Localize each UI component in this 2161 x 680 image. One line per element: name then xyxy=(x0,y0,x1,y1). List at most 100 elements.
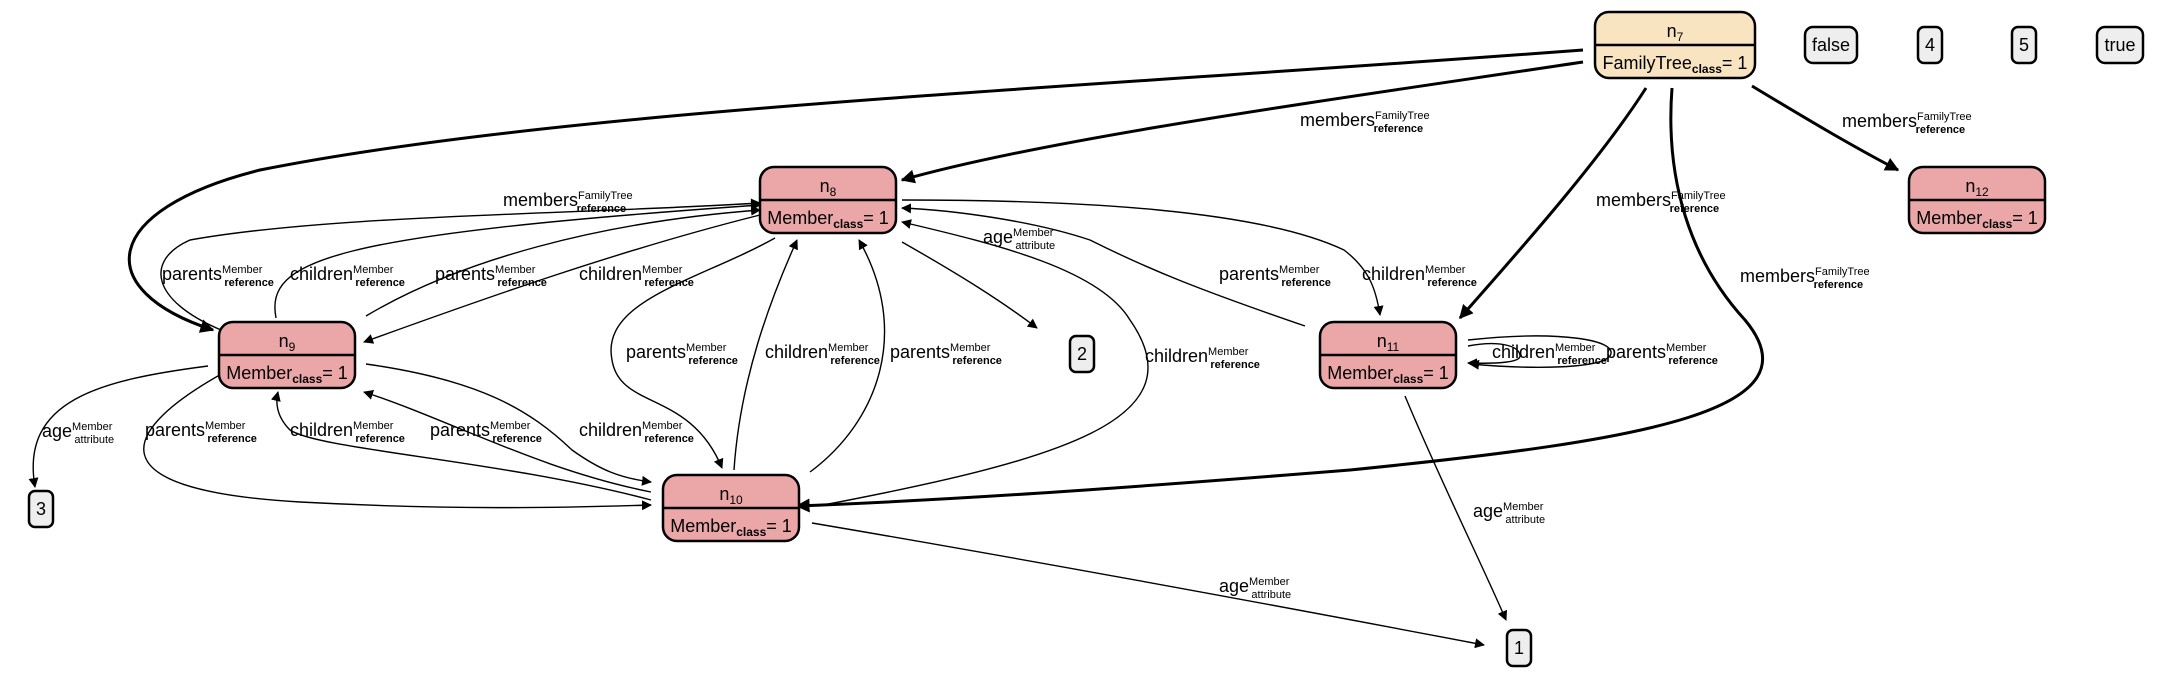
svg-text:Memberclass= 1: Memberclass= 1 xyxy=(226,363,348,386)
svg-text:false: false xyxy=(1812,35,1850,55)
literal-2[interactable]: 2 xyxy=(1068,334,1096,374)
svg-text:1: 1 xyxy=(1514,638,1524,658)
literal-1[interactable]: 1 xyxy=(1505,628,1533,668)
literal-5[interactable]: 5 xyxy=(2010,25,2038,65)
node-n8[interactable]: n8 Memberclass= 1 xyxy=(758,165,898,235)
edge-parents-n8-n10 xyxy=(610,237,776,469)
edge-members-n7-n8 xyxy=(900,60,1584,184)
edge-members-n7-n12 xyxy=(1751,84,1900,172)
literal-false[interactable]: false xyxy=(1803,25,1859,65)
edge-children-n9-n10 xyxy=(365,363,652,486)
edge-members-n7-n9 xyxy=(127,48,1584,333)
edges xyxy=(28,48,1900,649)
node-n7[interactable]: n7 FamilyTreeclass= 1 xyxy=(1593,10,1757,80)
svg-text:4: 4 xyxy=(1925,35,1935,55)
svg-text:2: 2 xyxy=(1077,344,1087,364)
literal-true[interactable]: true xyxy=(2095,25,2145,65)
svg-text:n11: n11 xyxy=(1377,331,1400,354)
svg-text:n12: n12 xyxy=(1965,176,1989,199)
edge-age-n8 xyxy=(901,241,1038,329)
edge-children-n9-n8 xyxy=(274,200,761,319)
edge-parents-n10-n8 xyxy=(809,239,886,473)
svg-text:3: 3 xyxy=(36,499,46,519)
node-n12[interactable]: n12 Memberclass= 1 xyxy=(1907,165,2047,235)
edge-members-n7-n11 xyxy=(1458,87,1648,320)
edge-age-n9 xyxy=(28,365,209,488)
literal-3[interactable]: 3 xyxy=(27,489,55,529)
svg-text:Memberclass= 1: Memberclass= 1 xyxy=(670,516,792,539)
edge-members-n7-n10 xyxy=(795,87,1765,513)
edge-children-n10-n8-b xyxy=(817,219,1149,507)
svg-text:Memberclass= 1: Memberclass= 1 xyxy=(1916,208,2038,231)
edge-children-n11-self xyxy=(1467,342,1521,369)
node-n10[interactable]: n10 Memberclass= 1 xyxy=(661,473,801,543)
node-n9[interactable]: n9 Memberclass= 1 xyxy=(217,320,357,390)
nodes: n7 FamilyTreeclass= 1 n8 Memberclass= 1 … xyxy=(27,10,2145,668)
edge-children-n8-n11 xyxy=(901,199,1384,316)
node-n11[interactable]: n11 Memberclass= 1 xyxy=(1318,320,1458,390)
svg-text:n7: n7 xyxy=(1667,21,1684,44)
svg-text:FamilyTreeclass= 1: FamilyTreeclass= 1 xyxy=(1603,53,1748,76)
edge-parents-n11-n8 xyxy=(901,203,1306,327)
svg-text:5: 5 xyxy=(2019,35,2029,55)
edge-age-n10 xyxy=(811,522,1485,649)
edge-children-n10-n9 xyxy=(270,391,652,501)
svg-text:Memberclass= 1: Memberclass= 1 xyxy=(1327,363,1449,386)
edge-parents-n9-n8 xyxy=(160,198,761,331)
edge-age-n11 xyxy=(1404,395,1508,621)
literal-4[interactable]: 4 xyxy=(1916,25,1944,65)
edge-parents-n10-n9 xyxy=(363,390,652,493)
edge-parents-n9-n8-b xyxy=(365,205,761,317)
svg-text:Memberclass= 1: Memberclass= 1 xyxy=(767,208,889,231)
edge-parents-n9-n10 xyxy=(143,371,652,511)
svg-text:n9: n9 xyxy=(279,331,296,354)
svg-text:true: true xyxy=(2104,35,2135,55)
